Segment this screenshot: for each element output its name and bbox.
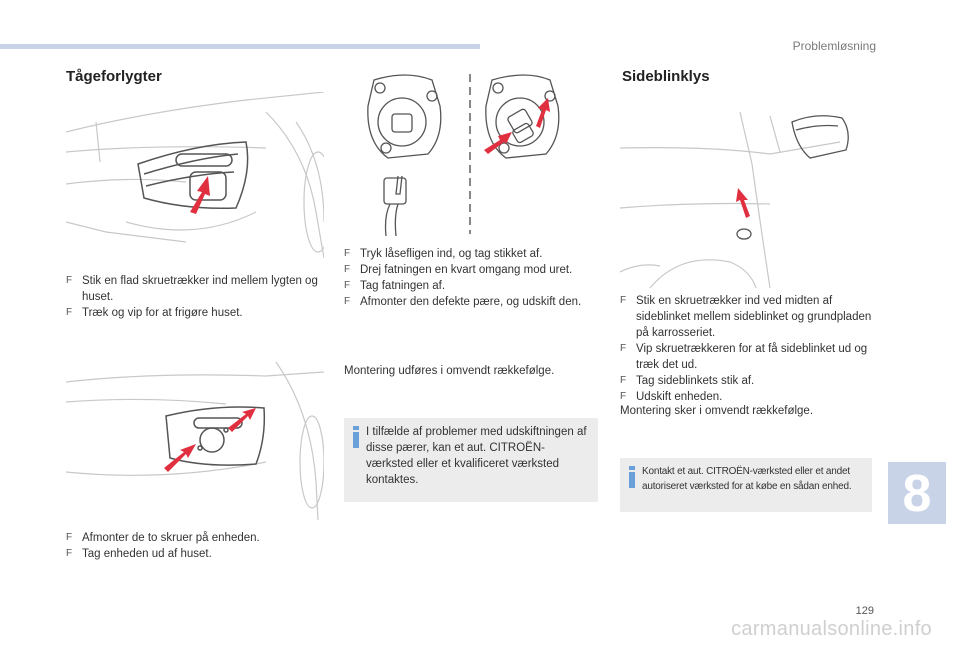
watermark: carmanualsonline.info [731, 618, 932, 640]
side-indicator-info-text: Kontakt et aut. CITROËN-værksted eller e… [642, 466, 852, 492]
chapter-tab: 8 [888, 462, 946, 524]
info-icon [353, 426, 359, 448]
side-indicator-title: Sideblinklys [622, 68, 710, 85]
bulb-info-box: I tilfælde af problemer med udskiftninge… [344, 418, 598, 502]
bulb-reassembly-note: Montering udføres i omvendt rækkefølge. [344, 365, 555, 377]
bullet-icon: F [66, 548, 73, 559]
bulb-info-text: I tilfælde af problemer med udskiftninge… [366, 426, 587, 486]
bullet-icon: F [344, 248, 351, 259]
chapter-number: 8 [902, 465, 932, 523]
bullet-icon: F [66, 275, 73, 286]
bullet-icon: F [620, 295, 627, 306]
accent-bar [0, 44, 480, 49]
fog-lights-title: Tågeforlygter [66, 68, 162, 85]
bullet-icon: F [620, 343, 627, 354]
fog-light-removal-illustration [66, 92, 324, 258]
bullet-icon: F [66, 532, 73, 543]
bulb-replacement-illustration [367, 74, 560, 236]
bullet-icon: F [620, 391, 627, 402]
fog-light-screws-illustration [66, 361, 324, 520]
bullet-icon: F [620, 375, 627, 386]
bullet-icon: F [344, 280, 351, 291]
section-title: Problemløsning [792, 39, 876, 53]
info-icon [629, 466, 635, 488]
bullet-icon: F [66, 307, 73, 318]
bullet-icon: F [344, 296, 351, 307]
bullet-icon: F [344, 264, 351, 275]
page-number: 129 [855, 605, 874, 617]
side-indicator-reassembly-note: Montering sker i omvendt rækkefølge. [620, 405, 814, 417]
side-indicator-illustration [620, 112, 849, 288]
side-indicator-info-box: Kontakt et aut. CITROËN-værksted eller e… [620, 458, 872, 512]
